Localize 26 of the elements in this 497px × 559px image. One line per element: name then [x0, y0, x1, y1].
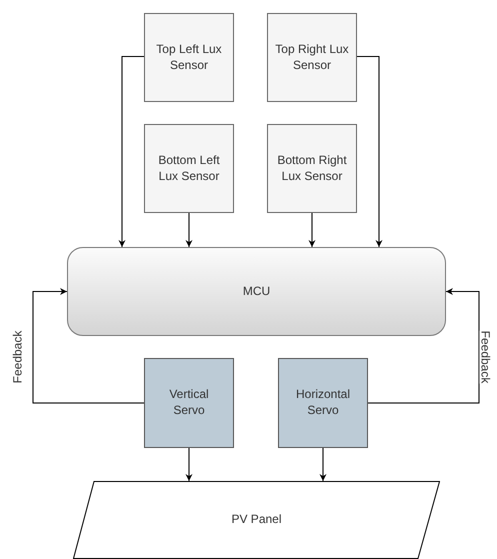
node-label: Top Right Lux Sensor	[274, 42, 350, 74]
arrow	[32, 288, 144, 404]
node-label: MCU	[242, 284, 272, 300]
arrow	[308, 212, 316, 248]
edge-label: Feedback	[478, 330, 491, 384]
node-label: Bottom Left Lux Sensor	[157, 152, 221, 184]
panel-parallelogram	[73, 481, 440, 559]
servo-box	[144, 358, 234, 448]
sensor-box	[267, 124, 357, 213]
sensor-box	[144, 13, 234, 102]
node-label: Bottom Right Lux Sensor	[276, 152, 348, 184]
arrow	[368, 288, 480, 404]
node-label: Horizontal Servo	[294, 387, 352, 419]
arrow	[118, 56, 144, 248]
sensor-box	[144, 124, 234, 213]
servo-box	[278, 358, 368, 448]
edge-label: Feedback	[10, 330, 23, 384]
arrow	[186, 448, 192, 482]
arrow	[320, 448, 326, 482]
arrow	[186, 212, 192, 248]
arrow	[356, 56, 382, 248]
node-label: Top Left Lux Sensor	[155, 42, 223, 74]
mcu-box	[67, 247, 446, 336]
node-label: PV Panel	[230, 512, 283, 528]
sensor-box	[267, 13, 357, 102]
node-label: Vertical Servo	[168, 387, 210, 419]
